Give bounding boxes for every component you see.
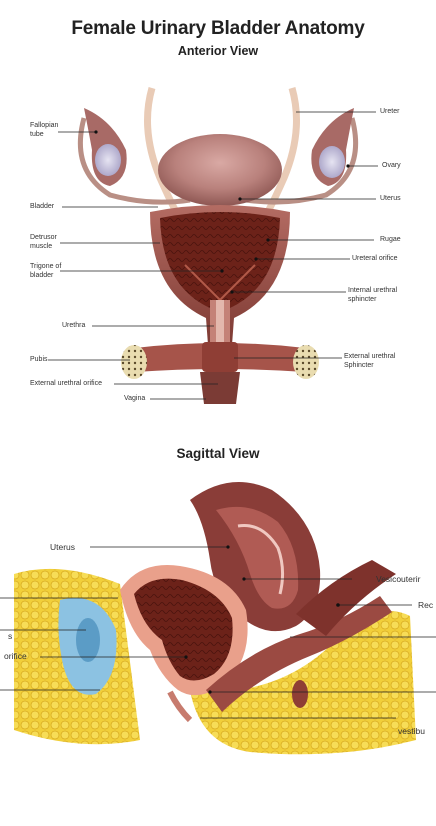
label-fallopian-tube: Fallopian tube xyxy=(30,122,58,139)
label-sagittal-uterus: Uterus xyxy=(50,542,75,552)
anterior-diagram xyxy=(80,88,355,404)
label-external-urethral-orifice: External urethral orifice xyxy=(30,380,102,389)
label-pubis: Pubis xyxy=(30,356,48,365)
label-vesicouterine: Vesicouterir xyxy=(376,574,420,584)
label-detrusor-muscle: Detrusor muscle xyxy=(30,234,57,251)
label-left-orifice: orifice xyxy=(4,651,27,661)
label-internal-urethral-sphincter: Internal urethral sphincter xyxy=(348,287,397,304)
label-external-urethral-sphincter: External urethral Sphincter xyxy=(344,353,395,370)
label-rectum: Rec xyxy=(418,600,433,610)
label-ovary: Ovary xyxy=(382,162,401,171)
label-trigone: Trigone of bladder xyxy=(30,263,61,280)
label-left-s: s xyxy=(8,631,12,641)
left-pubis xyxy=(121,345,147,379)
right-ovary xyxy=(319,146,345,178)
external-sphincter-shape xyxy=(202,342,238,372)
label-vestibule: vestibu xyxy=(398,726,425,736)
label-ureter: Ureter xyxy=(380,108,399,117)
label-urethra: Urethra xyxy=(62,322,85,331)
vestibule-shape xyxy=(292,680,308,708)
sagittal-diagram xyxy=(14,482,416,754)
label-ureteral-orifice: Ureteral orifice xyxy=(352,255,398,264)
label-rugae: Rugae xyxy=(380,236,401,245)
left-ovary xyxy=(95,144,121,176)
label-bladder: Bladder xyxy=(30,203,54,212)
label-uterus: Uterus xyxy=(380,195,401,204)
symphysis-core xyxy=(76,618,100,662)
label-vagina: Vagina xyxy=(124,395,145,404)
right-pubis xyxy=(293,345,319,379)
sagittal-urethra xyxy=(170,692,190,720)
uterus-shape xyxy=(158,134,282,206)
